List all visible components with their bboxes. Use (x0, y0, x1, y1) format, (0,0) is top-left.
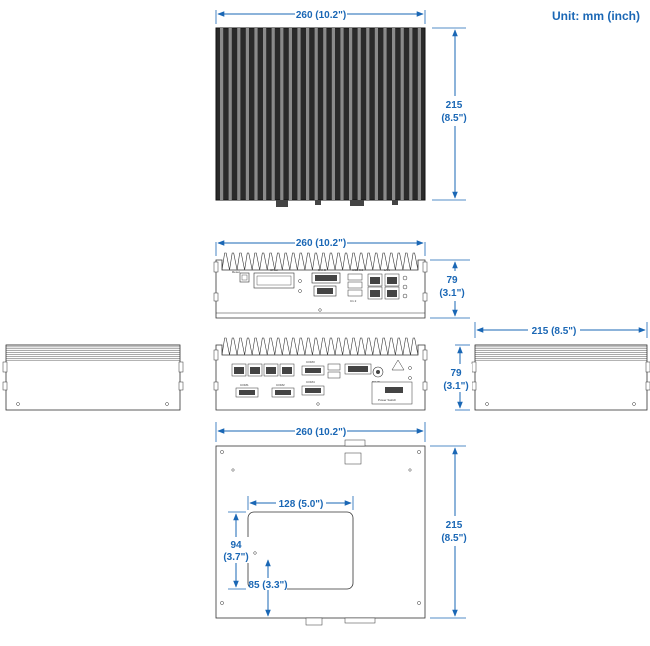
rear-view: COM1 COM2 COM3 COM4 DC IN Power Switch (213, 337, 428, 411)
top-width-label: 260 (10.2") (296, 10, 346, 21)
fin (349, 28, 353, 200)
lan-label: LAN (384, 268, 390, 272)
unit-label: Unit: mm (inch) (552, 9, 640, 23)
power-switch-label: Power Switch (378, 398, 397, 402)
fin (409, 28, 413, 200)
left-side-view (2, 344, 184, 411)
panel-height-label-mm: 94 (230, 540, 242, 551)
fin (263, 28, 267, 200)
com4-label: COM4 (306, 380, 315, 384)
fin (271, 28, 275, 200)
bottom-depth-label-mm: 215 (446, 520, 463, 531)
fin (306, 28, 310, 200)
fin (340, 28, 344, 200)
fin (392, 28, 396, 200)
fin (314, 28, 318, 200)
heatsink-fins (220, 28, 421, 200)
fin (357, 28, 361, 200)
fin-row (221, 337, 419, 356)
panel-width-label: 128 (5.0") (279, 499, 324, 510)
fin (374, 28, 378, 200)
fin (254, 28, 258, 200)
bottom-access-panel (247, 511, 354, 590)
fin (366, 28, 370, 200)
c-label: C1 2 (350, 299, 357, 303)
dvi-label: DVI-D (318, 268, 327, 272)
right-side-stripes (475, 344, 647, 361)
bottom-depth-label-in: (8.5") (441, 533, 466, 544)
front-width-label: 260 (10.2") (296, 238, 346, 249)
com2-label: COM2 (276, 383, 285, 387)
top-depth-label-in: (8.5") (441, 113, 466, 124)
front-height-label-mm: 79 (446, 275, 458, 286)
side-height-label-in: (3.1") (443, 381, 468, 392)
fin (323, 28, 327, 200)
fin (220, 28, 224, 200)
rear-fins (221, 337, 419, 356)
left-side-stripes (6, 344, 180, 361)
reset-label: Reset (232, 270, 240, 274)
bottom-width-label: 260 (10.2") (296, 427, 346, 438)
fin (288, 28, 292, 200)
fin (297, 28, 301, 200)
fin (331, 28, 335, 200)
right-side-view: 215 (8.5") 79 (3.1") (440, 322, 650, 411)
side-height-label-mm: 79 (450, 368, 462, 379)
fin (237, 28, 241, 200)
top-view: 260 (10.2") 215 (8.5") (215, 8, 471, 207)
cfast-label: CFast (270, 268, 278, 272)
fin (245, 28, 249, 200)
top-depth-label-mm: 215 (446, 100, 463, 111)
bottom-view: 260 (10.2") 128 (5.0") 94 (3.7") 85 (3.3… (215, 422, 471, 626)
com1-label: COM1 (240, 383, 249, 387)
usb-label: USB 3.0 (352, 268, 364, 272)
side-width-label: 215 (8.5") (532, 326, 577, 337)
fin (383, 28, 387, 200)
front-view: 260 (10.2") Reset CFast DVI-D USB 3.0 C1… (213, 236, 471, 319)
fin (400, 28, 404, 200)
panel-height-label-in: (3.7") (223, 552, 248, 563)
fin (417, 28, 421, 200)
fin (280, 28, 284, 200)
offset-label: 85 (3.3") (248, 580, 287, 591)
front-height-label-in: (3.1") (439, 288, 464, 299)
fin (228, 28, 232, 200)
com3-label: COM3 (306, 360, 315, 364)
